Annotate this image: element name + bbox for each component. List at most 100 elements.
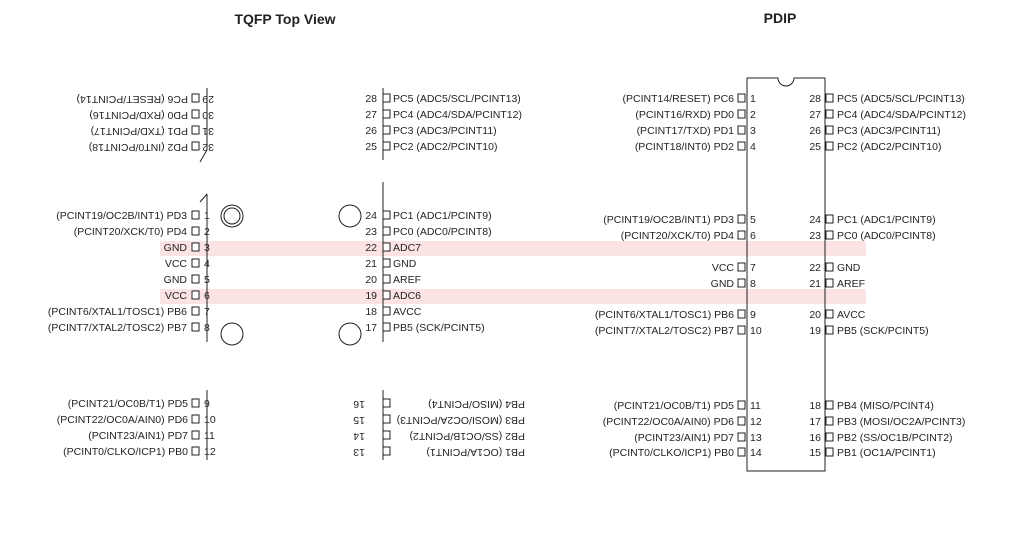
tqfp-pin-31-pad [191,125,200,135]
tqfp-pin-14-pad [382,430,391,440]
pdip-pin-25-number: 25 [809,141,821,153]
pdip-pin-21-label: AREF [837,278,865,290]
pdip-pin-23-number: 23 [809,230,821,242]
pdip-pin-1-number: 1 [750,93,756,105]
tqfp-pin-1-number: 1 [204,210,210,222]
pdip-pin-18-pad [825,400,834,410]
tqfp-pin-12-pad [191,446,200,456]
tqfp-pin-20-pad [382,274,391,284]
tqfp-pin-4-label: VCC [165,258,188,270]
tqfp-pin-25-label: PC2 (ADC2/PCINT10) [393,141,497,153]
tqfp-pin-15-number: 15 [353,414,365,426]
pdip-pin-9-label: (PCINT6/XTAL1/TOSC1) PB6 [595,309,734,321]
pdip-package-outline [746,77,826,472]
tqfp-pin-15-label: PB3 (MOSI/OC2A/PCINT3) [397,414,525,426]
highlight-band-3 [160,241,866,256]
tqfp-pin-21-label: GND [393,258,417,270]
pdip-pin-7-pad [737,262,746,272]
pdip-pin-28-number: 28 [809,93,821,105]
pdip-pin-28-pad [825,93,834,103]
tqfp-pin-7-number: 7 [204,306,210,318]
pdip-pin-1-label: (PCINT14/RESET) PC6 [623,93,735,105]
tqfp-pin-29-pad [191,93,200,103]
pdip-pin-13-label: (PCINT23/AIN1) PD7 [634,432,734,444]
tqfp-pin-30-pad [191,109,200,119]
pdip-pin-23-pad [825,230,834,240]
tqfp-pin-25-pad [382,141,391,151]
tqfp-pin-1-pad [191,210,200,220]
pdip-pin-12-pad [737,416,746,426]
tqfp-pin-31-number: 31 [202,125,214,137]
pdip-pin-19-number: 19 [809,325,821,337]
tqfp-pin-4-number: 4 [204,258,210,270]
pdip-pin-4-number: 4 [750,141,756,153]
pdip-pin-10-number: 10 [750,325,762,337]
tqfp-pin-21-number: 21 [365,258,377,270]
tqfp-pin-27-number: 27 [365,109,377,121]
pdip-pin-27-number: 27 [809,109,821,121]
pdip-pin-19-label: PB5 (SCK/PCINT5) [837,325,929,337]
pdip-pin-4-pad [737,141,746,151]
tqfp-pin-29-number: 29 [202,93,214,105]
highlight-band-6 [160,289,866,304]
tqfp-pin-27-label: PC4 (ADC4/SDA/PCINT12) [393,109,522,121]
pdip-pin-21-pad [825,278,834,288]
pdip-pin-2-pad [737,109,746,119]
tqfp-pin-29-label: PC6 (RESET/PCINT14) [77,93,188,105]
pdip-pin-24-pad [825,214,834,224]
pdip-pin-6-number: 6 [750,230,756,242]
pdip-pin-18-number: 18 [809,400,821,412]
tqfp-pin-8-pad [191,322,200,332]
tqfp-pin-7-pad [191,306,200,316]
pdip-pin-25-label: PC2 (ADC2/PCINT10) [837,141,941,153]
tqfp-pin-5-label: GND [164,274,188,286]
tqfp-pin-32-pad [191,141,200,151]
tqfp-pin-8-label: (PCINT7/XTAL2/TOSC2) PB7 [48,322,187,334]
pdip-pin-1-pad [737,93,746,103]
tqfp-pin-13-label: PB1 (OC1A/PCINT1) [426,446,525,458]
tqfp-pin-9-number: 9 [204,398,210,410]
tqfp-pin-14-label: PB2 (SS/OC1B/PCINT2) [409,430,525,442]
tqfp-pin-31-label: PD1 (TXD/PCINT17) [91,125,188,137]
pdip-pin-15-label: PB1 (OC1A/PCINT1) [837,447,936,459]
tqfp-pin-24-pad [382,210,391,220]
tqfp-pin-11-label: (PCINT23/AIN1) PD7 [88,430,188,442]
tqfp-pin-28-label: PC5 (ADC5/SCL/PCINT13) [393,93,521,105]
mounting-dot-icon [338,204,362,228]
pdip-pin-22-number: 22 [809,262,821,274]
tqfp-pin-19-number: 19 [365,290,377,302]
pdip-pin-17-label: PB3 (MOSI/OC2A/PCINT3) [837,416,965,428]
tqfp-pin-5-pad [191,274,200,284]
tqfp-pin-19-label: ADC6 [393,290,421,302]
tqfp-pin-1-label: (PCINT19/OC2B/INT1) PD3 [56,210,187,222]
tqfp-pin-6-pad [191,290,200,300]
tqfp-pin-23-number: 23 [365,226,377,238]
pdip-pin-14-number: 14 [750,447,762,459]
tqfp-pin-17-label: PB5 (SCK/PCINT5) [393,322,485,334]
tqfp-pin-24-number: 24 [365,210,377,222]
tqfp-pin-24-label: PC1 (ADC1/PCINT9) [393,210,492,222]
pdip-pin-8-pad [737,278,746,288]
pdip-pin-8-number: 8 [750,278,756,290]
tqfp-pin-30-number: 30 [202,109,214,121]
pdip-pin-12-number: 12 [750,416,762,428]
tqfp-title: TQFP Top View [234,11,335,27]
pdip-pin-25-pad [825,141,834,151]
tqfp-pin-14-number: 14 [353,430,365,442]
tqfp-pin-4-pad [191,258,200,268]
pdip-pin-22-label: GND [837,262,861,274]
tqfp-pin-26-number: 26 [365,125,377,137]
pdip-pin-23-label: PC0 (ADC0/PCINT8) [837,230,936,242]
tqfp-pin-32-label: PD2 (INT0/PCINT18) [89,141,188,153]
pdip-pin-21-number: 21 [809,278,821,290]
pdip-pin-24-number: 24 [809,214,821,226]
pdip-pin-17-pad [825,416,834,426]
pdip-pin-14-pad [737,447,746,457]
tqfp-pin-20-label: AREF [393,274,421,286]
pdip-pin-4-label: (PCINT18/INT0) PD2 [635,141,734,153]
tqfp-pin-13-pad [382,446,391,456]
pdip-pin-8-label: GND [711,278,735,290]
tqfp-pin-19-pad [382,290,391,300]
tqfp-pin-9-pad [191,398,200,408]
